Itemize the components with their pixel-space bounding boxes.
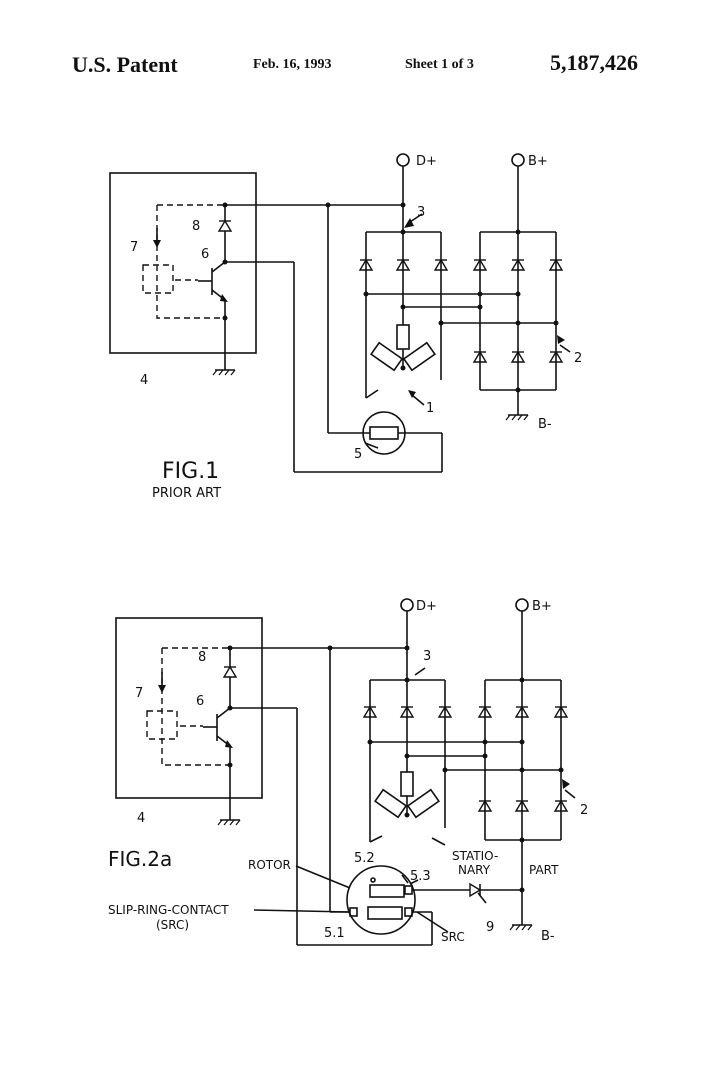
fig1-ground-bminus: [505, 414, 529, 421]
fig1-regulator-box: [109, 172, 257, 354]
fig2a-rotor: [346, 865, 416, 935]
fig2a-slip-ring-5-3: [404, 885, 413, 895]
fig1-stator-winding: [396, 324, 410, 350]
fig1-ref-1: 1: [426, 401, 434, 416]
fig2a-ref-5-3: 5.3: [410, 869, 431, 884]
fig2a-label-src-long: SLIP-RING-CONTACT: [108, 903, 229, 917]
fig2a-ref-6: 6: [196, 694, 204, 709]
fig2a-label-stationary-2: NARY: [458, 863, 491, 877]
fig2a-ref-2: 2: [580, 803, 588, 818]
fig2a-ground-4: [217, 819, 241, 826]
fig2a-ref-7: 7: [135, 686, 143, 701]
fig2a-label-b-plus: B+: [532, 599, 552, 614]
fig1-terminal-b-plus: [511, 153, 525, 167]
fig1-ref-4: 4: [140, 373, 148, 388]
fig2a-terminal-b-plus: [515, 598, 529, 612]
fig1-ref-2: 2: [574, 351, 582, 366]
fig2a-label-d-plus: D+: [416, 599, 437, 614]
fig2a-label-src-paren: (SRC): [156, 918, 189, 932]
fig2a-label-rotor: ROTOR: [248, 858, 291, 872]
fig2a-label-src: SRC: [441, 930, 465, 944]
fig2a-ref-4: 4: [137, 811, 145, 826]
fig1-terminal-d-plus: [396, 153, 410, 167]
fig2a-bridge-2: [478, 677, 568, 925]
fig2a-circuit: [115, 598, 576, 946]
fig2a-title: FIG.2a: [108, 847, 172, 871]
patent-number: 5,187,426: [550, 50, 638, 75]
fig1-ref-6: 6: [201, 247, 209, 262]
patent-header: U.S. Patent Feb. 16, 1993 Sheet 1 of 3 5…: [0, 0, 728, 90]
fig2a-label-stationary-1: STATIO-: [452, 849, 498, 863]
fig2a-label-part: PART: [529, 863, 559, 877]
fig2a-stator-winding: [400, 771, 414, 797]
fig1-title: FIG.1: [162, 459, 219, 484]
fig2a-dashed-control: [161, 647, 230, 766]
patent-label: U.S. Patent: [72, 52, 178, 77]
fig1-ref-3: 3: [417, 205, 425, 220]
fig1-label-d-plus: D+: [416, 154, 437, 169]
patent-date: Feb. 16, 1993: [253, 57, 332, 72]
sheet-indicator: Sheet 1 of 3: [405, 57, 474, 72]
fig2a-diode-8: [223, 666, 237, 678]
fig2a-dashed-block-7: [146, 710, 178, 740]
fig1-dashed-control: [156, 204, 225, 319]
fig1-bridge-2: [473, 229, 563, 415]
fig1-ground-4: [212, 369, 236, 376]
fig1-bridge-3: [359, 229, 448, 398]
fig2a-ground-bminus: [509, 924, 533, 931]
fig1-label-b-minus: B-: [538, 417, 552, 432]
fig1-rotor-5: [362, 411, 406, 455]
fig1-diode-8: [218, 220, 232, 232]
fig1-dashed-block-7: [142, 264, 174, 294]
fig2a-ref-5-1: 5.1: [324, 926, 345, 941]
fig1-circuit: [109, 153, 571, 473]
fig2a-label-b-minus: B-: [541, 929, 555, 944]
fig1-ref-5: 5: [354, 447, 362, 462]
fig2a-ref-5-2: 5.2: [354, 851, 375, 866]
fig2a-terminal-d-plus: [400, 598, 414, 612]
fig1-ref-8: 8: [192, 219, 200, 234]
fig1-label-b-plus: B+: [528, 154, 548, 169]
fig2a-ref-9: 9: [486, 920, 494, 935]
fig2a-ref-3: 3: [423, 649, 431, 664]
fig1-subtitle: PRIOR ART: [152, 486, 221, 501]
fig2a-ref-8: 8: [198, 650, 206, 665]
fig1-ref-7: 7: [130, 240, 138, 255]
